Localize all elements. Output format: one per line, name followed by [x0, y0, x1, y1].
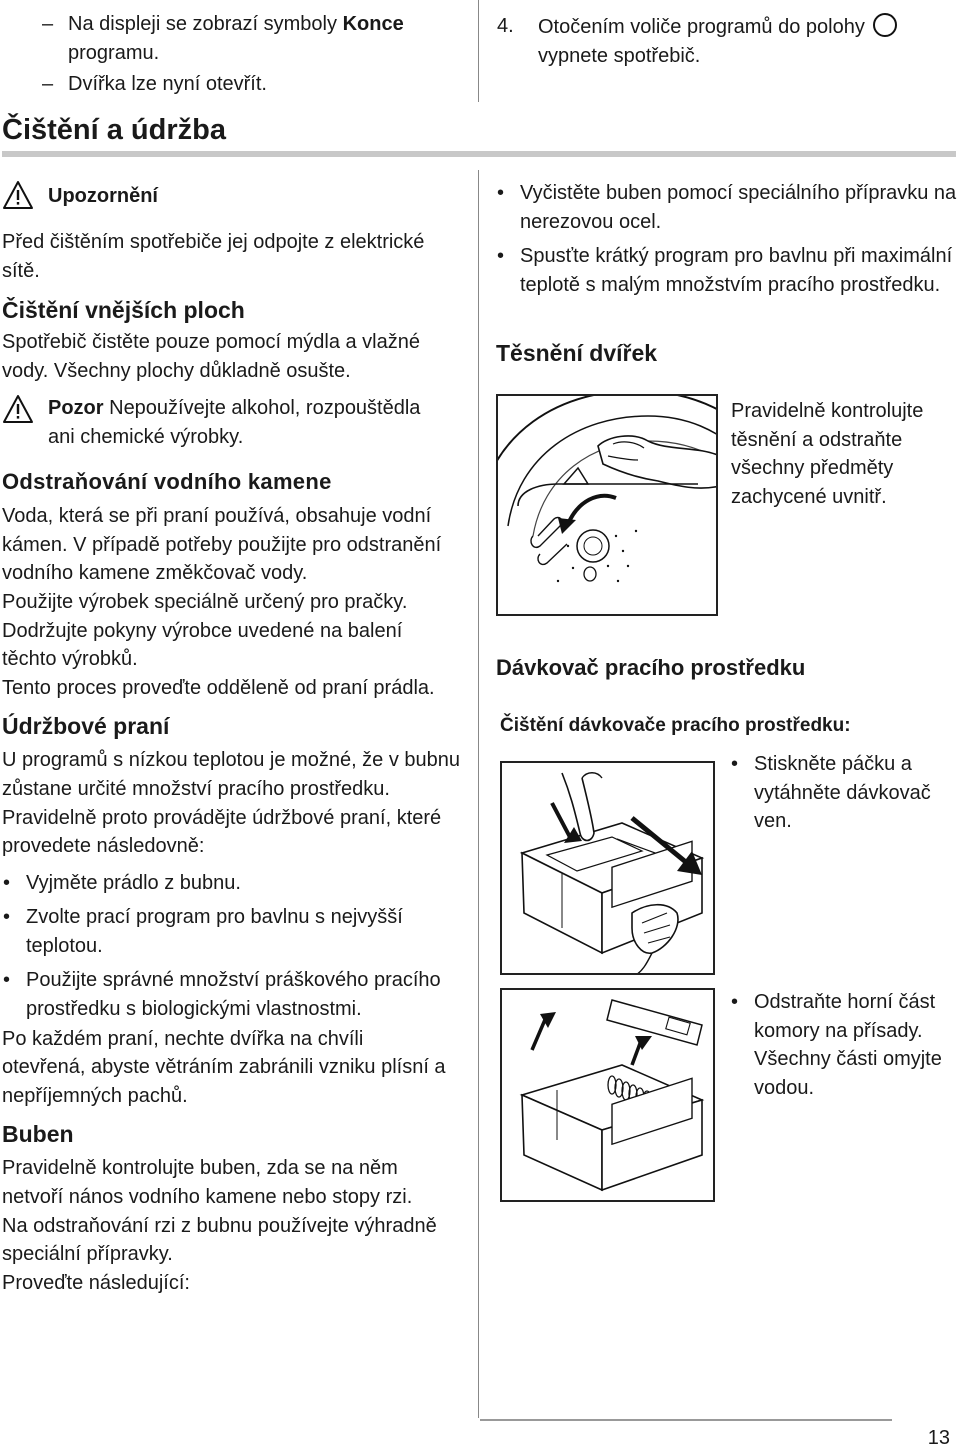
left-column: Upozornění Před čištěním spotřebiče jej … [2, 176, 464, 1297]
descaling-para3: Tento proces proveďte odděleně od praní … [2, 676, 435, 699]
dispenser-pull-illustration [500, 761, 715, 975]
column-divider-top [478, 0, 479, 102]
drum-para1: Pravidelně kontrolujte buben, zda se na … [2, 1157, 413, 1209]
list-item: Vyjměte prádlo z bubnu. [2, 869, 462, 898]
caution-text: Pozor Nepoužívejte alkohol, rozpouštědla… [48, 397, 421, 448]
circle-off-icon [873, 13, 898, 37]
dispenser-title: Dávkovač pracího prostředku [496, 655, 806, 680]
door-seal-illustration [496, 394, 718, 616]
dash-item: Dvířka lze nyní otevřít. [2, 70, 464, 99]
step-text: Otočením voliče programů do polohy [538, 16, 865, 38]
maintenance-steps: Vyjměte prádlo z bubnu. Zvolte prací pro… [2, 869, 462, 1024]
end-of-program-list: Na displeji se zobrazí symboly Konce pro… [2, 10, 464, 99]
descaling-para1: Voda, která se při praní používá, obsahu… [2, 505, 442, 585]
dispenser-step2-list: Odstraňte horní část komory na přísady. [730, 988, 952, 1045]
page-number: 13 [927, 1427, 950, 1449]
column-divider-main [478, 170, 479, 1418]
drum-para3: Proveďte následující: [2, 1271, 190, 1294]
dispenser-insert-illustration [500, 988, 715, 1202]
maintenance-intro: U programů s nízkou teplotou je možné, ž… [2, 749, 461, 858]
caution-block: Pozor Nepoužívejte alkohol, rozpouštědla… [2, 394, 464, 451]
drum-para2: Na odstraňování rzi z bubnu používejte v… [2, 1214, 437, 1266]
exterior-title: Čištění vnějších ploch [2, 297, 245, 324]
dispenser-subtitle: Čištění dávkovače pracího prostředku: [500, 715, 851, 736]
drum-title: Buben [2, 1121, 74, 1148]
step-number: 4. [497, 15, 514, 37]
warning-header: Upozornění [2, 176, 464, 212]
dispenser-step1: Stiskněte páčku a vytáhněte dávko­vač ve… [730, 750, 952, 842]
list-item: Stiskněte páčku a vytáhněte dávko­vač ve… [730, 750, 952, 836]
section-rule [2, 151, 956, 157]
page-title: Čištění a údržba [2, 114, 226, 146]
list-item: Odstraňte horní část komory na přísady. [730, 988, 952, 1045]
list-item: Zvolte prací program pro bavlnu s nejvyš… [2, 903, 462, 960]
warning-triangle-icon [3, 395, 33, 424]
warning-text: Před čištěním spotřebiče jej odpojte z e… [2, 231, 425, 282]
drum-steps: Vyčistěte buben pomocí speciálního přípr… [496, 179, 958, 305]
list-item: Použijte správné množství práškového pra… [2, 966, 462, 1023]
descaling-title: Odstraňování vodního kamene [2, 468, 332, 494]
step-4: 4. Otočením voliče programů do polohy vy… [497, 12, 952, 70]
exterior-text: Spotřebič čistěte pouze pomocí mýdla a v… [2, 331, 420, 382]
maintenance-after: Po každém praní, nechte dvířka na chvíli… [2, 1027, 446, 1107]
dispenser-step2-extra: Všechny části omyjte vodou. [754, 1048, 942, 1099]
step-text-line2: vypnete spotřebič. [538, 44, 701, 67]
seal-text: Pravidelně kontroluj­te těsnění a odstra… [731, 400, 924, 508]
warning-title: Upozornění [48, 185, 158, 207]
footer-rule [480, 1419, 892, 1421]
dash-item: Na displeji se zobrazí symboly Konce pro… [2, 10, 464, 67]
descaling-para2: Použijte výrobek speciálně určený pro pr… [2, 590, 408, 671]
warning-triangle-icon [3, 181, 33, 209]
maintenance-title: Údržbové praní [2, 713, 170, 740]
dispenser-step2: Odstraňte horní část komory na přísady. … [730, 988, 952, 1102]
list-item: Spusťte krátký program pro bavlnu při ma… [496, 242, 958, 299]
seal-title: Těsnění dvířek [496, 340, 658, 366]
list-item: Vyčistěte buben pomocí speciálního přípr… [496, 179, 958, 236]
